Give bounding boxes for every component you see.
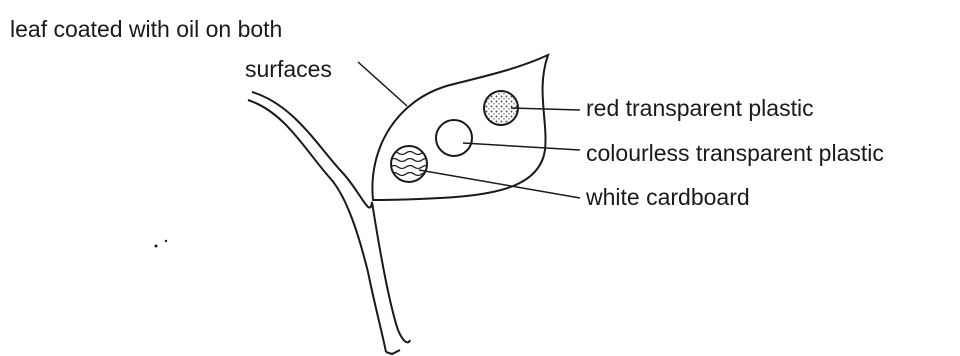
leaf-label-line1: leaf coated with oil on both [10, 18, 282, 41]
speck [155, 245, 158, 248]
stem-right-line [252, 92, 410, 342]
colourless-leader-line [463, 143, 580, 150]
leaf-leader-line [358, 62, 407, 106]
red-plastic-label: red transparent plastic [586, 97, 814, 120]
speck [165, 240, 167, 242]
stem-left-line [248, 100, 386, 352]
leaf-label-line2: surfaces [245, 58, 332, 81]
white-cardboard-label: white cardboard [586, 186, 750, 209]
red-leader-line [511, 108, 580, 110]
colourless-plastic-label: colourless transparent plastic [586, 142, 884, 165]
white-leader-line [419, 170, 580, 198]
stem-base [386, 350, 400, 354]
colourless-plastic-disc [436, 120, 472, 156]
